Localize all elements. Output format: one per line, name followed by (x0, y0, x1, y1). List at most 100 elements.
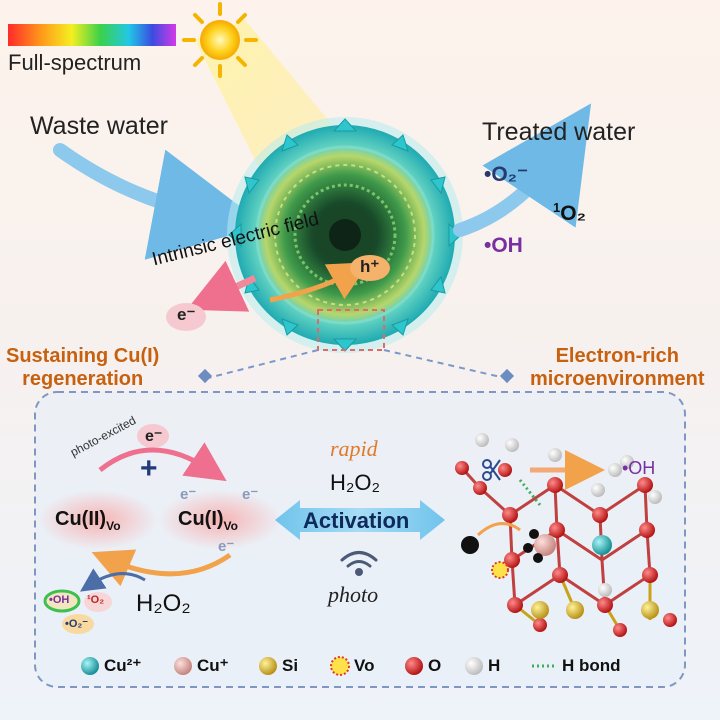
photo-label: photo (328, 582, 379, 607)
legend-hbond-label: H bond (562, 656, 621, 675)
o-atom (549, 522, 565, 538)
panel-electron-1: e⁻ (180, 486, 197, 503)
o-atom (613, 623, 627, 637)
spectrum-label: Full-spectrum (8, 50, 142, 75)
o-atom (504, 552, 520, 568)
spectrum-bar (8, 24, 176, 46)
cu2-vo-label: Cu(II)Vo (55, 508, 121, 533)
treated-water-label: Treated water (482, 118, 636, 146)
plus-sign: + (140, 452, 158, 485)
hole-bubble (350, 255, 390, 281)
legend-vo-label: Vo (354, 656, 375, 675)
hydroxyl-label: •OH (484, 234, 523, 257)
waste-water-label: Waste water (30, 112, 169, 140)
electron-bubble-panel (137, 424, 169, 448)
legend-o-swatch (405, 657, 423, 675)
legend-cu2-swatch (81, 657, 99, 675)
cu2-text: Cu(II) (55, 508, 107, 530)
treated-water-arrow (453, 103, 592, 237)
cu1-vo-sub: Vo (223, 519, 238, 533)
regeneration-arrow (91, 549, 232, 587)
o-atom (533, 618, 547, 632)
o-atom (597, 597, 613, 613)
activation-label: Activation (303, 508, 410, 533)
h-atom (608, 463, 622, 477)
panel-o2-superoxide-label: •O₂⁻ (65, 618, 89, 630)
cu2-vo-sub: Vo (106, 519, 121, 533)
electron-top-label: e⁻ (177, 305, 196, 324)
si-atom (641, 601, 659, 619)
o-atom (498, 463, 512, 477)
cu1-glow (158, 490, 282, 550)
singlet-oxygen-label: 1O₂ (553, 200, 586, 226)
si-atom (566, 601, 584, 619)
si-atom (531, 601, 549, 619)
o2-singlet-bubble (84, 592, 112, 612)
legend-si-label: Si (282, 656, 299, 675)
scissors-icon (482, 459, 501, 481)
h-bond-dots (518, 479, 542, 506)
electron-rich-label: Electron-rich microenvironment (530, 345, 704, 391)
o-atom (547, 477, 563, 493)
cu2-glow (38, 490, 158, 550)
o-atom (502, 507, 518, 523)
sustaining-label: Sustaining Cu(I) regeneration (6, 345, 159, 391)
h-atom (548, 448, 562, 462)
h-atom (505, 438, 519, 452)
sun-icon (182, 2, 258, 78)
rapid-label: rapid (330, 436, 378, 461)
panel-electron-label: e⁻ (145, 428, 163, 445)
o-atom (473, 481, 487, 495)
cu1-vo-label: Cu(I)Vo (178, 508, 238, 533)
hole-label: h⁺ (360, 257, 380, 276)
h-atom (648, 490, 662, 504)
o-atom (663, 613, 677, 627)
electron-rich-line1: Electron-rich (555, 345, 679, 367)
connector-diamond-left (197, 368, 213, 384)
legend-cu1-label: Cu⁺ (197, 656, 229, 675)
h2o2-center-label: H₂O₂ (330, 470, 381, 495)
wifi-photo-icon (340, 551, 378, 576)
zoom-box (317, 309, 385, 351)
cu1-atom (534, 534, 556, 556)
electron-dot (529, 529, 539, 539)
electron-transfer-arrow (476, 522, 521, 537)
legend-h-label: H (488, 656, 501, 675)
h2o2-consume-arrow (80, 568, 146, 592)
molecular-structure (455, 433, 677, 637)
field-arrow (269, 262, 370, 303)
activation-arrow (275, 500, 445, 540)
superoxide-label: •O₂⁻ (484, 163, 529, 186)
o2-superoxide-bubble (62, 614, 94, 634)
o-atom (592, 507, 608, 523)
electron-dot (461, 536, 479, 554)
electron-arrow (186, 260, 257, 312)
photo-excited-arrow (98, 442, 227, 482)
panel-oh-label: •OH (49, 594, 70, 606)
panel-electron-3: e⁻ (218, 538, 235, 555)
cu2-atom (592, 535, 612, 555)
h-atom (598, 583, 612, 597)
connector-right (383, 349, 506, 379)
electron-rich-line2: microenvironment (530, 368, 705, 390)
panel-o2-singlet-label: ¹O₂ (87, 594, 105, 606)
o-atom (639, 522, 655, 538)
singlet-oxygen-sup: 1 (553, 200, 561, 215)
oh-bubble (43, 589, 81, 613)
o-atom (637, 477, 653, 493)
o-atom (507, 597, 523, 613)
legend-si-swatch (259, 657, 277, 675)
legend-cu2-label: Cu²⁺ (104, 656, 142, 675)
sustaining-line1: Sustaining Cu(I) (6, 345, 160, 367)
legend-o-label: O (428, 656, 442, 675)
panel-electron-2: e⁻ (242, 486, 259, 503)
sustaining-line2: regeneration (22, 368, 144, 390)
o-atom (642, 567, 658, 583)
singlet-oxygen-text: O₂ (560, 202, 586, 225)
cu1-text: Cu(I) (178, 508, 224, 530)
waste-water-arrow (53, 143, 266, 260)
h2o2-left-label: H₂O₂ (136, 590, 191, 617)
o-atom (455, 461, 469, 475)
